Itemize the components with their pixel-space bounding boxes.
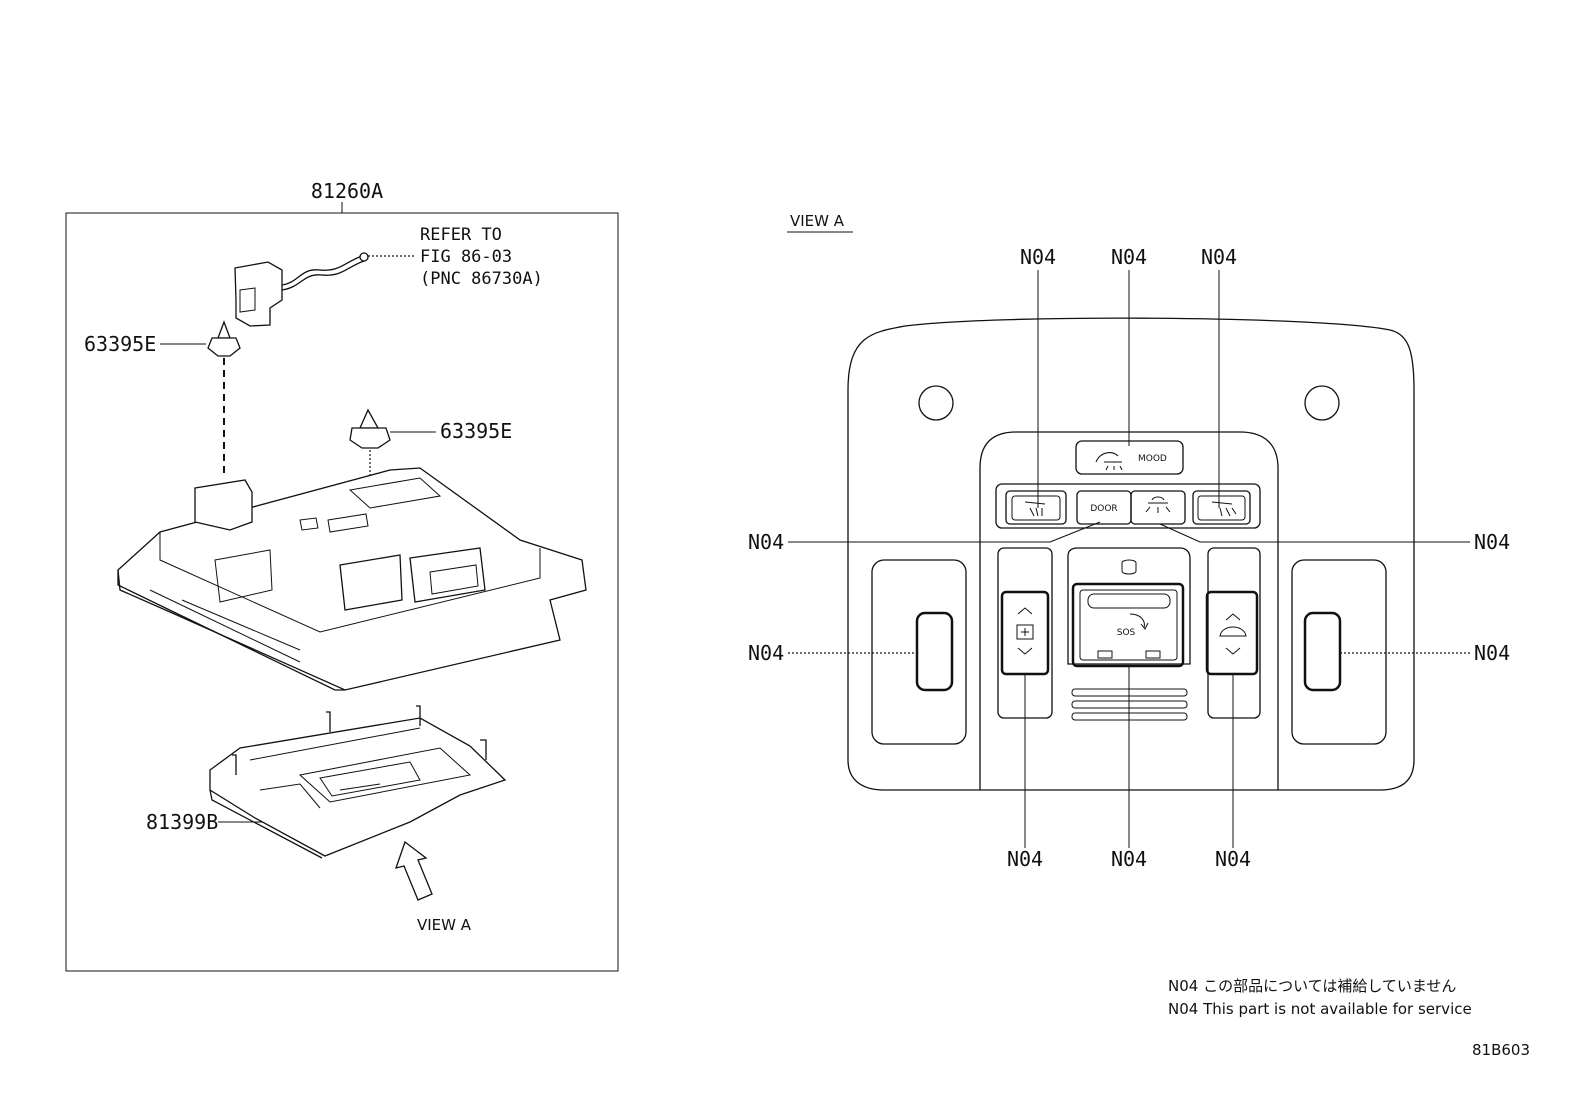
note-japanese: N04 この部品については補給していません [1168, 977, 1456, 995]
assembly-part-number: 81260A [311, 179, 383, 203]
console-outline [847, 317, 1415, 791]
lamp-switch-left[interactable] [915, 611, 954, 692]
lens-part-number: 81399B [146, 810, 218, 834]
button-row-bezel [995, 483, 1261, 529]
mount-hole-right [1304, 385, 1340, 421]
lamp-lens-right [1291, 559, 1387, 745]
callout-mid-left: N04 [748, 530, 784, 554]
right-panel: VIEW A MOOD DOOR [748, 212, 1510, 871]
callout-mid-right: N04 [1474, 530, 1510, 554]
sos-module [1067, 547, 1191, 665]
mood-label: MOOD [1138, 454, 1167, 464]
dome-light-button[interactable] [1130, 490, 1186, 525]
sos-microphone [1121, 559, 1137, 575]
view-a-title: VIEW A [790, 212, 845, 230]
lamp-lens-left [871, 559, 967, 745]
center-recess [979, 431, 1279, 790]
view-a-arrow [394, 840, 433, 901]
callout-lower-left: N04 [748, 641, 784, 665]
sos-label: SOS [1117, 628, 1136, 638]
clip-upper-left [207, 320, 241, 475]
door-label: DOOR [1090, 504, 1117, 514]
view-a-label-left: VIEW A [417, 916, 472, 934]
callout-top-center: N04 [1111, 245, 1147, 269]
console-housing [117, 467, 587, 691]
callout-top-right: N04 [1201, 245, 1237, 269]
callout-bottom-right: N04 [1215, 847, 1251, 871]
left-panel: 81260A REFER TO FIG 86-03 (PNC 86730A) 6… [65, 179, 619, 972]
leader-mid-right-b [1159, 523, 1201, 543]
leader-mid-left-b [1049, 521, 1101, 543]
refer-line-1: REFER TO [420, 225, 502, 245]
figure-id: 81B603 [1472, 1041, 1530, 1059]
note-english: N04 This part is not available for servi… [1168, 1000, 1472, 1018]
refer-line-2: FIG 86-03 [420, 247, 512, 267]
door-button[interactable]: DOOR [1076, 490, 1132, 525]
lamp-switch-right[interactable] [1303, 611, 1342, 692]
callout-bottom-left: N04 [1007, 847, 1043, 871]
callout-lower-right: N04 [1474, 641, 1510, 665]
map-light-left-button[interactable] [1005, 490, 1067, 525]
wire-harness-connector [234, 252, 369, 327]
clip-1-part-number: 63395E [84, 332, 156, 356]
callout-bottom-center: N04 [1111, 847, 1147, 871]
callout-top-left: N04 [1020, 245, 1056, 269]
moonroof-switch[interactable] [1205, 547, 1261, 719]
clip-2-part-number: 63395E [440, 419, 512, 443]
mount-hole-left [918, 385, 954, 421]
console-lens-cover [209, 705, 507, 859]
sos-button[interactable]: SOS [1071, 582, 1185, 668]
map-light-right-button[interactable] [1192, 490, 1251, 525]
refer-line-3: (PNC 86730A) [420, 269, 543, 289]
